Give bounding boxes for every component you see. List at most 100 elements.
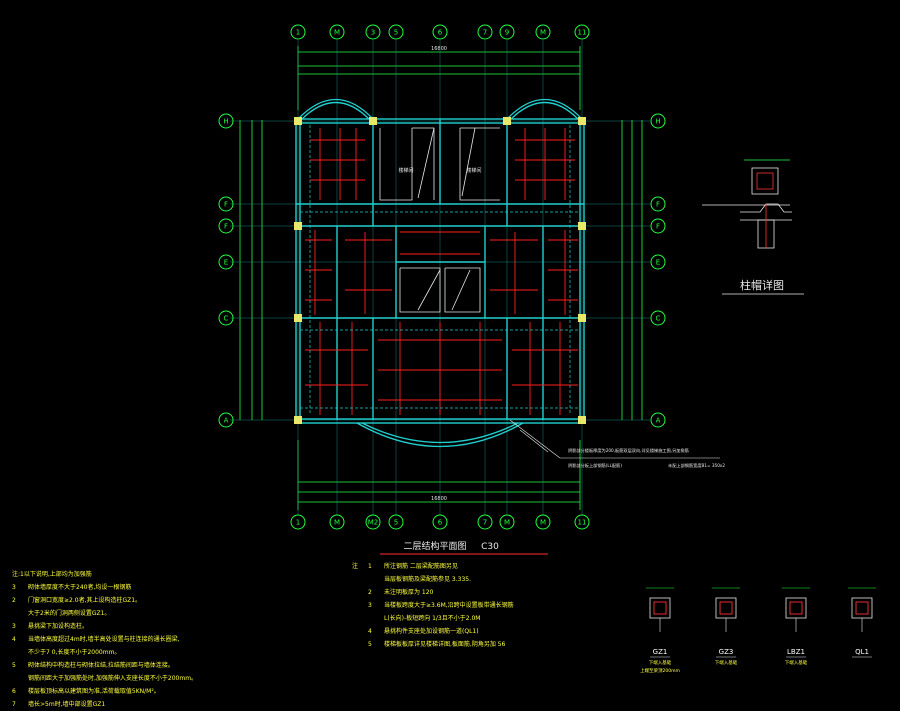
axis-bubble-top: M [329, 24, 345, 40]
axis-label: 7 [483, 519, 487, 527]
column-section-note: 下端入基础 [649, 659, 672, 666]
axis-label: A [656, 417, 661, 425]
axis-bubble-top: 6 [432, 24, 448, 40]
axis-label: H [655, 118, 660, 126]
column [294, 416, 302, 424]
axis-label: H [223, 118, 228, 126]
column-section-note: 上端至梁顶200mm [640, 667, 680, 674]
column [294, 117, 302, 125]
note-text: 未注明板厚为 120 [384, 589, 434, 596]
axis-label: 5 [394, 29, 398, 37]
axis-bubble-top: 5 [388, 24, 404, 40]
column-section-note: 下端入基础 [785, 659, 808, 666]
axis-bubble-right: C [650, 310, 666, 326]
note-text: 当墙体高度超过4m时,墙半高处设置与柱连接的通长圈梁, [28, 636, 180, 643]
axis-bubble-top: 7 [477, 24, 493, 40]
detail-title: 柱帽详图 [740, 278, 784, 292]
note-number: 5 [368, 641, 372, 648]
reinforcement-bars [305, 128, 578, 415]
note-text: 当层板钢筋及梁配筋参见 3.335. [384, 576, 471, 583]
note-number: 4 [12, 636, 16, 643]
axis-label: F [656, 201, 660, 209]
column-section-ql1: QL1 [848, 587, 876, 658]
plan-title: 二层结构平面图 [403, 540, 466, 552]
axis-label: 1 [296, 519, 300, 527]
note-text: 门窗洞口宽度≥2.0者,其上设构造柱GZ1。 [28, 597, 142, 604]
axis-bubble-top: 3 [365, 24, 381, 40]
axis-label: F [656, 223, 660, 231]
left-dimension-lines [239, 120, 263, 420]
note-number: 6 [12, 688, 16, 695]
note-number: 3 [12, 584, 16, 591]
note-text: 砌体结构中构造柱与砌体拉结,拉结筋间距与墙体连接。 [28, 662, 174, 669]
axis-label: C [656, 315, 661, 323]
note-line: 钢筋间距大于加强筋处时,加强筋伸入支座长度不小于200mm。 [12, 672, 197, 685]
axis-label: 3 [371, 29, 375, 37]
column-section-note: 下端入基础 [715, 659, 738, 666]
axis-bubble-left: E [218, 254, 234, 270]
axis-bubble-bottom: M [499, 514, 515, 530]
axis-label: 6 [438, 519, 443, 527]
axis-bubble-bottom: 6 [432, 514, 448, 530]
axis-bubble-right: E [650, 254, 666, 270]
axis-bubble-top: M [535, 24, 551, 40]
axis-label: F [224, 223, 228, 231]
note-line: 4 当墙体高度超过4m时,墙半高处设置与柱连接的通长圈梁, [12, 633, 197, 646]
note-text: 悬挑构件支座处加设钢筋一道(QL1) [384, 628, 479, 635]
note-line: 大于2米的门洞两侧设置GZ1。 [12, 607, 197, 620]
annotation-leader-1: 阴影部分楼板厚度为200,板筋双层双向,详见楼梯施工图,另加角筋 [568, 447, 689, 454]
annotation-leader-2: 阴影部分板上部钢筋(LL配筋) [568, 462, 622, 469]
axis-label: 7 [483, 29, 487, 37]
axis-bubble-bottom: 7 [477, 514, 493, 530]
axis-label: M [504, 519, 510, 527]
note-number: 2 [368, 589, 372, 596]
column [294, 314, 302, 322]
axis-label: E [656, 259, 660, 267]
note-line: L(长向)-板短跨向 1/3且不小于2.0M [368, 612, 514, 625]
hidden-beams [300, 125, 580, 415]
note-number: 5 [12, 662, 16, 669]
axis-bubble-right: H [650, 113, 666, 129]
right-dimension-lines [621, 120, 643, 420]
column-section-label: LBZ1 [787, 648, 805, 656]
axis-bubble-left: C [218, 310, 234, 326]
axis-label: M [334, 29, 340, 37]
note-line: 当层板钢筋及梁配筋参见 3.335. [368, 573, 514, 586]
axis-label: M [540, 29, 546, 37]
axis-bubble-top: 11 [574, 24, 590, 40]
note-text: 楼层板顶标高以建筑图为准,活荷载取值5KN/M²。 [28, 688, 160, 695]
note-text: 楼梯板板厚详见楼梯详图,板面筋,阴角另加 56 [384, 641, 506, 648]
axis-bubbles-top: 1 M 3 5 6 7 9 M 11 [290, 24, 590, 40]
note-number: 2 [12, 597, 16, 604]
note-text: 钢筋间距大于加强筋处时,加强筋伸入支座长度不小于200mm。 [28, 675, 198, 682]
column [578, 416, 586, 424]
note-text: 悬挑梁下加设构造柱。 [28, 623, 89, 630]
axis-label: A [224, 417, 229, 425]
axis-label: C [224, 315, 229, 323]
axis-label: 11 [578, 29, 587, 37]
column-section-label: GZ1 [653, 648, 668, 656]
axis-bubble-bottom: 1 [290, 514, 306, 530]
axis-label: M [540, 519, 546, 527]
axis-label: 9 [505, 29, 509, 37]
axis-bubble-top: 9 [499, 24, 515, 40]
total-dimension-top: 16800 [431, 46, 447, 52]
axis-label: M2 [368, 519, 379, 527]
note-line: 5 砌体结构中构造柱与砌体拉结,拉结筋间距与墙体连接。 [12, 659, 197, 672]
axis-label: E [224, 259, 228, 267]
axis-bubble-top: 1 [290, 24, 306, 40]
column-section-lbz1: LBZ1 下端入基础 [782, 587, 810, 666]
axis-label: 6 [438, 29, 443, 37]
notes-mid-heading: 注 [352, 563, 359, 570]
axis-bubble-bottom: M2 [365, 514, 381, 530]
